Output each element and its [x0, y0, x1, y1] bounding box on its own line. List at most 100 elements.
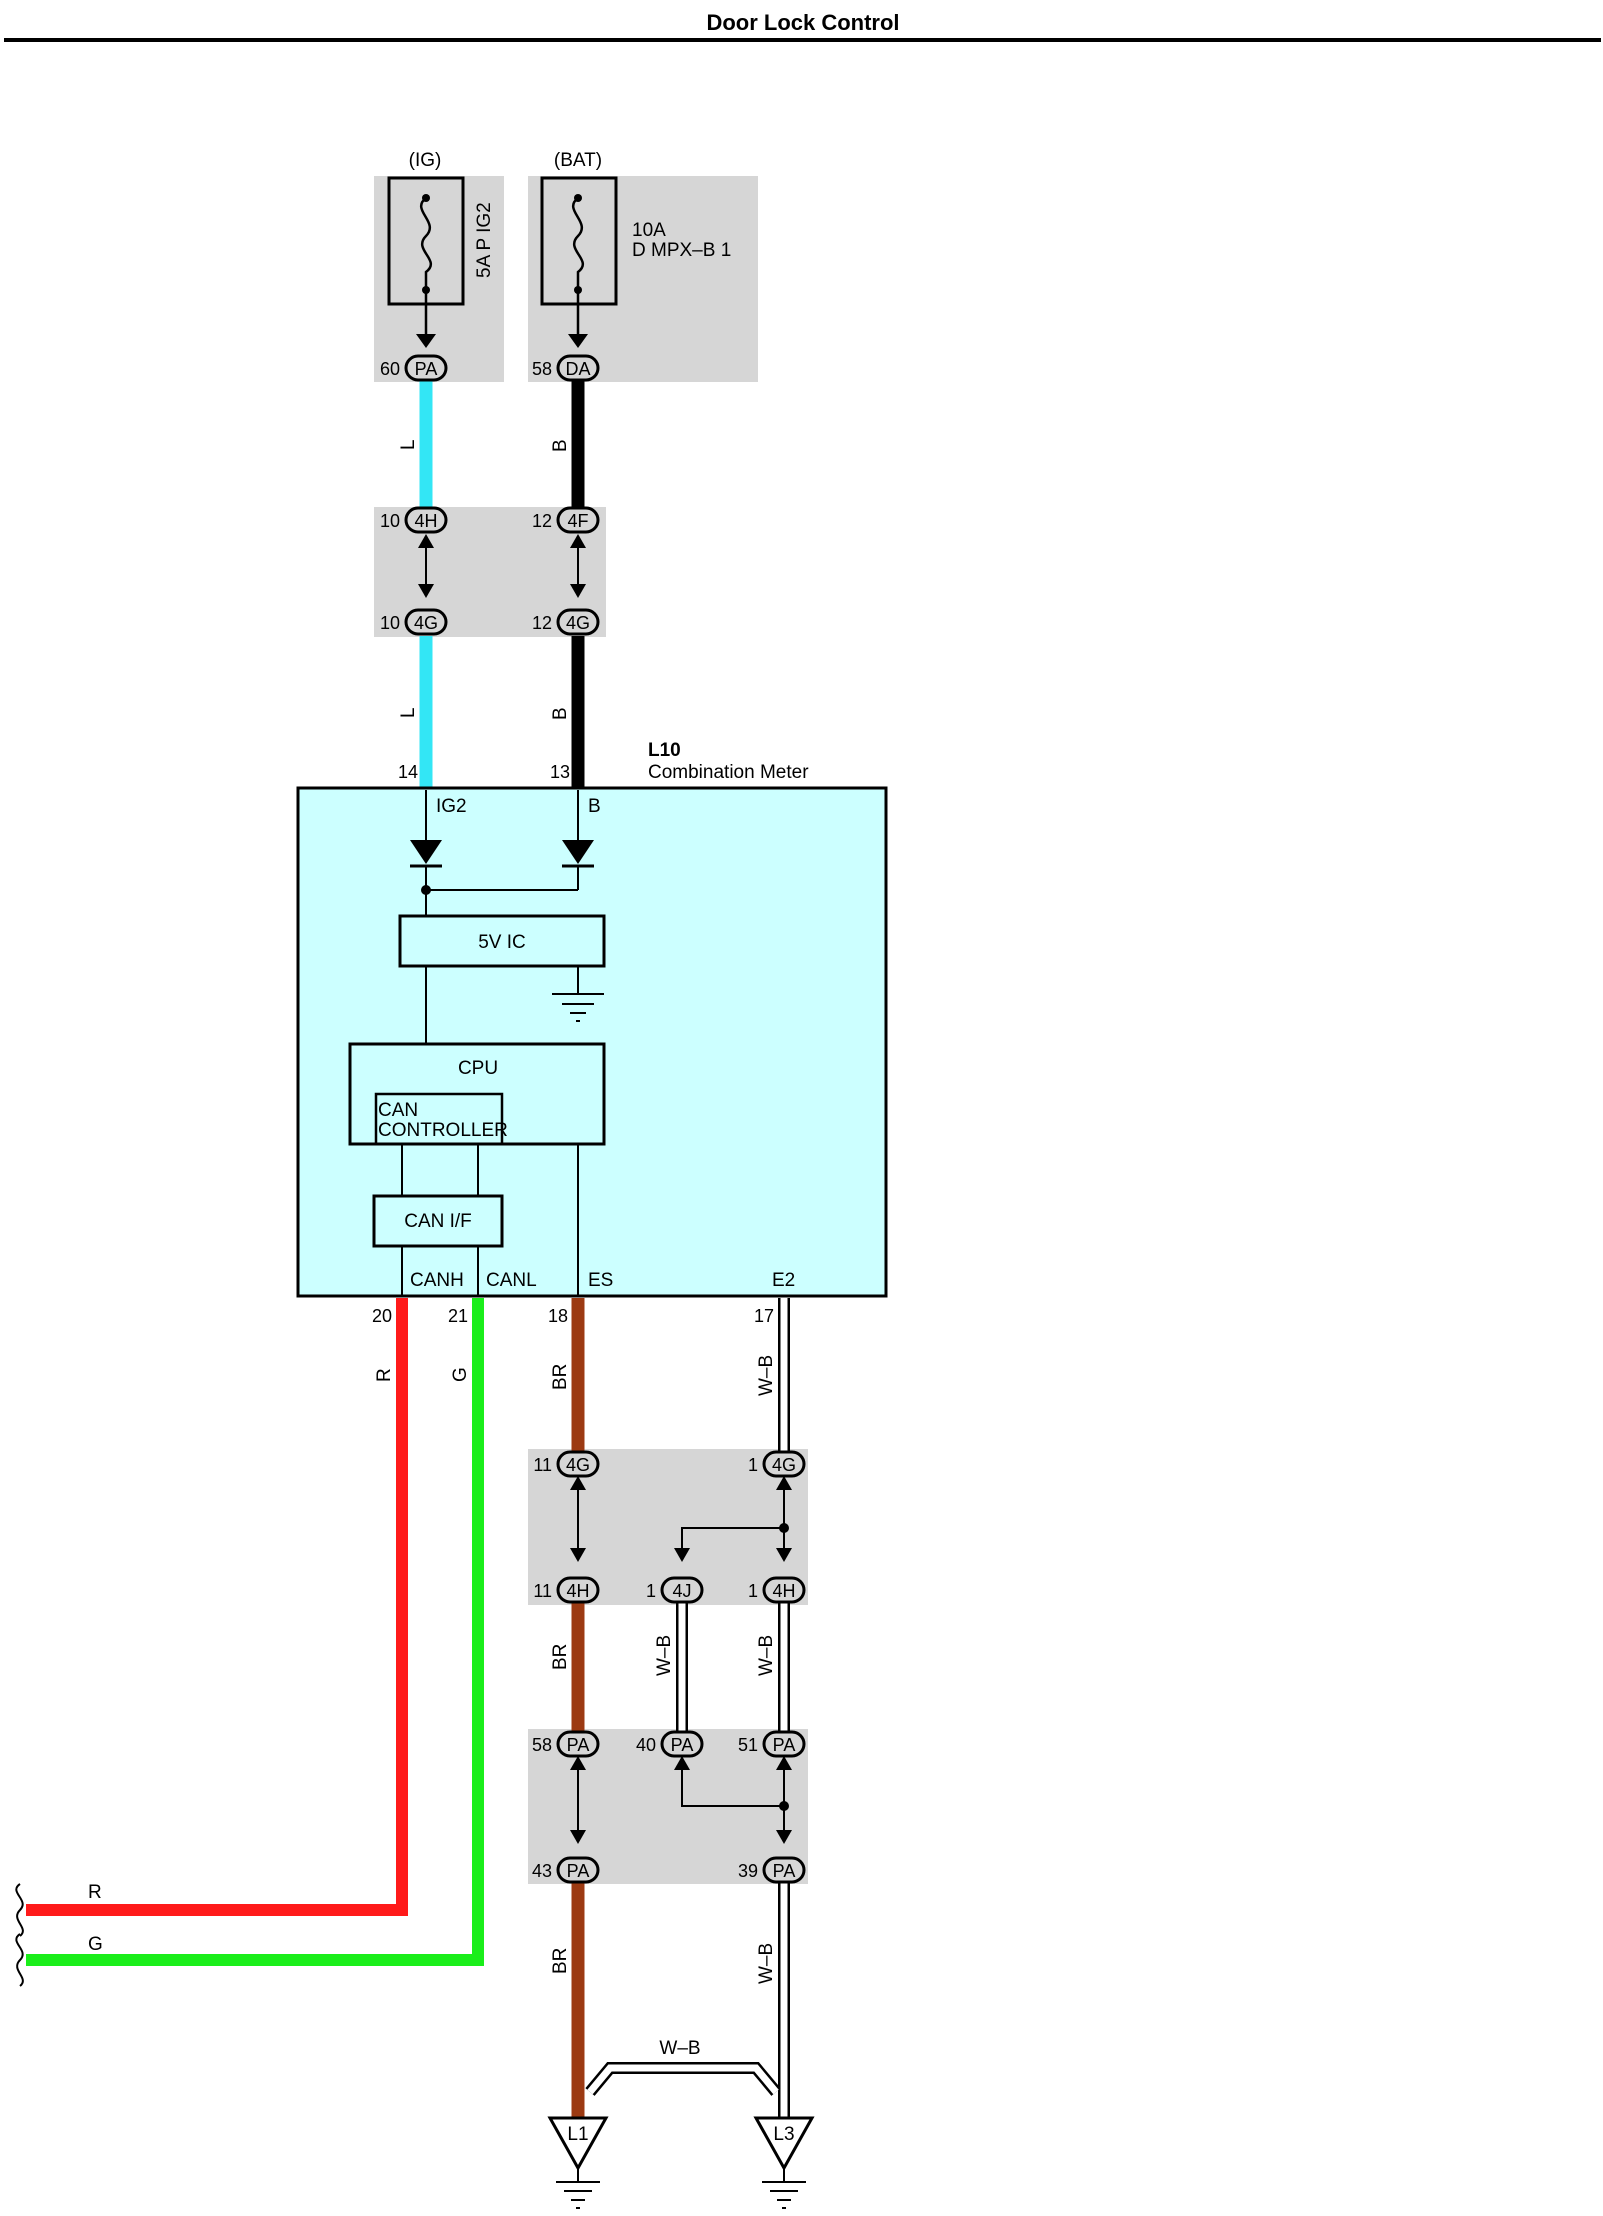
junction-dot-wb-upper	[779, 1523, 789, 1533]
pin-b: 13	[550, 762, 570, 782]
meter-name: Combination Meter	[648, 762, 809, 783]
label-wire-l-2: L	[398, 707, 419, 718]
can-controller-label-2: CONTROLLER	[378, 1120, 508, 1141]
svg-text:L3: L3	[773, 2124, 794, 2145]
svg-text:4G: 4G	[772, 1455, 796, 1475]
term-e2: E2	[772, 1270, 795, 1291]
svg-text:11: 11	[533, 1581, 552, 1601]
connector-4h-11: 4H 11	[533, 1576, 600, 1604]
svg-text:PA: PA	[671, 1735, 694, 1755]
meter-body	[296, 786, 888, 1298]
svg-text:12: 12	[532, 511, 552, 531]
wire-wb-ground-link	[585, 2062, 781, 2096]
connector-4j-1: 4J 1	[646, 1576, 704, 1604]
fuse-ig-icon	[419, 197, 433, 290]
label-wire-r-horiz: R	[88, 1882, 102, 1903]
fuse-ig-rating: 5A P IG2	[474, 202, 495, 278]
cpu-label: CPU	[458, 1058, 498, 1079]
fuse-bat-group: (BAT) 10A D MPX–B 1	[528, 150, 758, 382]
pin-ig2: 14	[398, 762, 418, 782]
ig-label: (IG)	[409, 150, 442, 171]
label-wire-wb-2: W–B	[654, 1635, 675, 1676]
pin-e2: 17	[754, 1306, 774, 1326]
label-wire-br-2: BR	[550, 1644, 571, 1670]
fuse-bat-icon	[571, 197, 585, 290]
connector-pa-43: PA 43	[532, 1856, 600, 1884]
connector-pa-39: PA 39	[738, 1856, 806, 1884]
svg-text:10: 10	[380, 511, 400, 531]
svg-text:58: 58	[532, 1735, 552, 1755]
diode-ig2-icon	[410, 840, 442, 864]
svg-text:1: 1	[748, 1581, 758, 1601]
can-controller-label-1: CAN	[378, 1100, 418, 1121]
term-ig2: IG2	[436, 796, 467, 817]
label-wire-wb-1: W–B	[756, 1355, 777, 1396]
svg-text:4G: 4G	[566, 1455, 590, 1475]
svg-text:58: 58	[532, 359, 552, 379]
label-wire-br-1: BR	[550, 1364, 571, 1390]
wire-r	[26, 1298, 408, 1916]
ic-5v-box	[398, 914, 606, 968]
label-wire-b-2: B	[550, 707, 571, 720]
label-wire-g-vert: G	[450, 1367, 471, 1382]
connector-4g-11: 4G 11	[533, 1450, 600, 1478]
label-wire-l-1: L	[398, 439, 419, 450]
can-if-label: CAN I/F	[404, 1211, 472, 1232]
svg-text:4G: 4G	[414, 613, 438, 633]
label-wire-wb-3: W–B	[756, 1635, 777, 1676]
connector-4g-12: 4G 12	[532, 608, 600, 636]
connector-pa-60: PA 60	[380, 354, 448, 382]
svg-text:60: 60	[380, 359, 400, 379]
junction-arrows	[416, 334, 792, 1844]
fuse-ig-block	[374, 176, 504, 382]
fuse-bat-name: D MPX–B 1	[632, 240, 731, 261]
fuse-bat-amp: 10A	[632, 220, 666, 241]
label-wire-wb-5: W–B	[659, 2038, 700, 2059]
svg-text:DA: DA	[565, 359, 590, 379]
combination-meter: L10 Combination Meter 14 13 IG2 B 5V IC …	[296, 740, 888, 1298]
svg-text:10: 10	[380, 613, 400, 633]
wire-break-g	[15, 1933, 24, 1987]
svg-text:51: 51	[738, 1735, 758, 1755]
pin-es: 18	[548, 1306, 568, 1326]
label-wire-g-horiz: G	[88, 1934, 103, 1955]
junction-dot-wb-lower	[779, 1801, 789, 1811]
term-canl: CANL	[486, 1270, 537, 1291]
term-b: B	[588, 796, 601, 817]
svg-text:4F: 4F	[567, 511, 588, 531]
label-wire-r-vert: R	[374, 1368, 395, 1382]
meter-id: L10	[648, 740, 681, 761]
svg-text:PA: PA	[773, 1735, 796, 1755]
svg-text:1: 1	[646, 1581, 656, 1601]
svg-text:11: 11	[533, 1455, 552, 1475]
svg-text:4H: 4H	[566, 1581, 589, 1601]
label-wire-b-1: B	[550, 439, 571, 452]
connector-pa-58: PA 58	[532, 1730, 600, 1758]
svg-text:4G: 4G	[566, 613, 590, 633]
ic-5v-label: 5V IC	[478, 932, 526, 953]
connector-pa-51: PA 51	[738, 1730, 806, 1758]
svg-text:43: 43	[532, 1861, 552, 1881]
connector-4g-1: 4G 1	[748, 1450, 806, 1478]
connector-da-58: DA 58	[532, 354, 600, 382]
fuse-ig-group: (IG) 5A P IG2	[374, 150, 504, 382]
bat-label: (BAT)	[554, 150, 602, 171]
svg-text:1: 1	[748, 1455, 758, 1475]
term-canh: CANH	[410, 1270, 464, 1291]
svg-text:12: 12	[532, 613, 552, 633]
ground-l3: L3	[753, 2116, 815, 2209]
fuse-bat-block	[528, 176, 758, 382]
diode-b-icon	[562, 840, 594, 864]
svg-text:L1: L1	[567, 2124, 588, 2145]
ic-ground-icon	[552, 993, 604, 1022]
svg-text:PA: PA	[567, 1735, 590, 1755]
svg-text:40: 40	[636, 1735, 656, 1755]
svg-text:PA: PA	[773, 1861, 796, 1881]
label-wire-br-3: BR	[550, 1948, 571, 1974]
connector-4h-1: 4H 1	[748, 1576, 806, 1604]
term-es: ES	[588, 1270, 613, 1291]
connector-4f-12: 4F 12	[532, 506, 600, 534]
svg-text:4H: 4H	[772, 1581, 795, 1601]
svg-text:4H: 4H	[414, 511, 437, 531]
connector-pa-40: PA 40	[636, 1730, 704, 1758]
